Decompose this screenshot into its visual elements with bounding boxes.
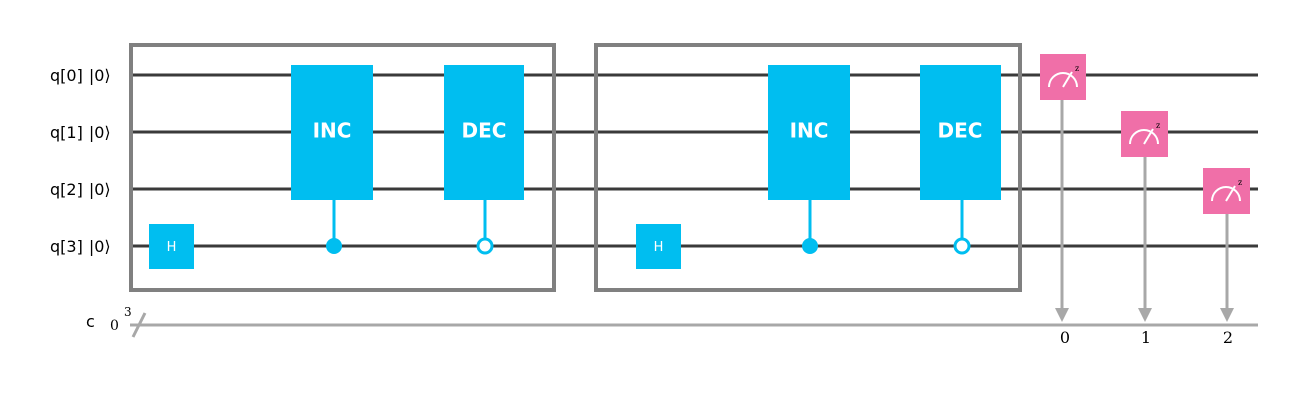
dec-control-open-2 bbox=[953, 237, 971, 255]
inc-gate-2-label: INC bbox=[790, 119, 829, 143]
measure-gate-0 bbox=[1040, 54, 1086, 100]
dec-gate-1-label: DEC bbox=[462, 119, 507, 143]
inc-control-dot-1 bbox=[326, 238, 342, 254]
meter-icon bbox=[1211, 185, 1241, 202]
dec-gate-1 bbox=[444, 65, 524, 200]
h-gate-2 bbox=[636, 224, 681, 269]
measure-z-2: z bbox=[1238, 178, 1242, 187]
qubit-label-0: q[0]|0⟩ bbox=[50, 66, 111, 85]
h-gate-1-label: H bbox=[167, 240, 177, 255]
inc-gate-2 bbox=[768, 65, 850, 200]
dec-gate-2 bbox=[920, 65, 1001, 200]
subcircuit-box-2 bbox=[594, 43, 1022, 292]
h-gate-1 bbox=[149, 224, 194, 269]
inc-gate-1-label: INC bbox=[313, 119, 352, 143]
dec-control-open-1 bbox=[476, 237, 494, 255]
measure-arrow-2 bbox=[1220, 308, 1234, 322]
measure-z-1: z bbox=[1156, 121, 1160, 130]
qubit-label-1: q[1]|0⟩ bbox=[50, 123, 111, 142]
measure-arrow-1 bbox=[1138, 308, 1152, 322]
dec-gate-2-label: DEC bbox=[938, 119, 983, 143]
classical-bit-label-2: 2 bbox=[1223, 328, 1233, 347]
measure-gate-2 bbox=[1203, 168, 1250, 214]
h-gate-2-label: H bbox=[654, 240, 664, 255]
meter-icon bbox=[1129, 128, 1159, 145]
subcircuit-box-1 bbox=[129, 43, 556, 292]
classical-register-init: 0 bbox=[110, 318, 119, 334]
classical-register-label: c bbox=[86, 312, 95, 331]
meter-icon bbox=[1048, 71, 1078, 88]
qubit-label-2: q[2]|0⟩ bbox=[50, 180, 111, 199]
measure-z-0: z bbox=[1075, 64, 1079, 73]
classical-bit-label-0: 0 bbox=[1060, 328, 1070, 347]
classical-bundle-slash bbox=[131, 312, 147, 338]
inc-gate-1 bbox=[291, 65, 373, 200]
measure-arrow-0 bbox=[1055, 308, 1069, 322]
classical-register-width: 3 bbox=[124, 305, 132, 319]
inc-control-dot-2 bbox=[802, 238, 818, 254]
measure-gate-1 bbox=[1121, 111, 1168, 157]
classical-bit-label-1: 1 bbox=[1141, 328, 1151, 347]
qubit-label-3: q[3]|0⟩ bbox=[50, 237, 111, 256]
